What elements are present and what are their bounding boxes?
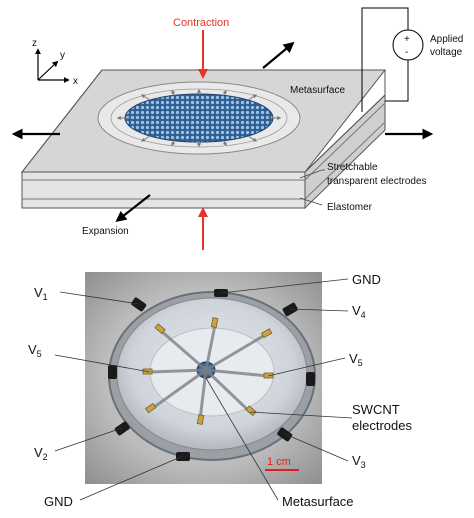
axis-y-label: y [60,50,65,61]
voltage-wire [361,7,409,112]
label-v5-left: V5 [28,342,42,359]
axis-x-label: x [73,76,78,87]
axis-triad [35,48,70,83]
swcnt-electrode-fingers [148,323,270,422]
electrodes-label-line1: Stretchable [327,162,378,173]
expansion-arrow-upright [262,41,295,69]
voltage-label-line1: Applied [430,34,463,45]
contraction-label: Contraction [173,17,229,29]
bottom-labels: V1 V5 V2 GND V4 V5 SWCNT electrodes V3 G… [28,272,412,509]
metasurface-disc [124,93,274,143]
voltage-source [392,29,424,61]
label-v2: V2 [34,445,48,462]
axis-z-label: z [32,38,37,49]
scale-bar-label: 1 cm [267,456,291,468]
radial-strain-arrows [116,88,282,148]
expansion-label: Expansion [82,226,129,237]
label-gnd-bottom: GND [44,494,73,509]
label-v5-right: V5 [349,351,363,368]
top-schematic: Contraction Expansion Metasurface Stretc… [11,7,463,250]
slab-front-face [21,171,306,209]
label-gnd-top: GND [352,272,381,287]
label-v4: V4 [352,303,366,320]
bottom-leader-lines [54,278,353,501]
voltage-label-line2: voltage [430,47,463,58]
label-swcnt-line2: electrodes [352,418,412,433]
elastomer-label: Elastomer [327,202,373,213]
voltage-source-minus: - [405,47,408,58]
label-swcnt-line1: SWCNT [352,402,400,417]
expansion-arrow-downleft [115,194,151,223]
label-metasurface-bottom: Metasurface [282,494,354,509]
voltage-source-plus: + [404,34,410,45]
black-tape-tabs [108,289,315,461]
device-photo: 1 cm [85,272,322,484]
metasurface-top-label: Metasurface [290,85,345,96]
label-v1: V1 [34,285,48,302]
label-v3: V3 [352,453,366,470]
electrodes-label-line2: transparent electrodes [327,176,427,187]
